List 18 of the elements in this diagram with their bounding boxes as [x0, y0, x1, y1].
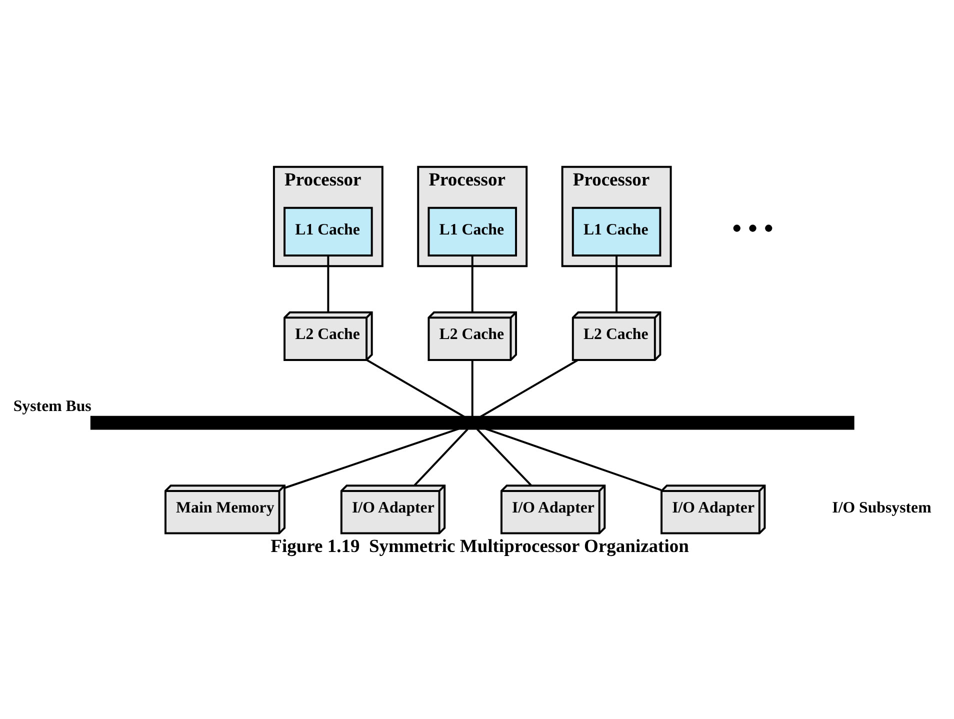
node-bar [90, 415, 854, 430]
connector [414, 428, 468, 486]
connector [327, 255, 330, 312]
node-box: L1 Cache [284, 206, 373, 256]
connector [471, 255, 474, 312]
node-label: System Bus [13, 398, 92, 415]
label: I/O Subsystem [832, 498, 932, 516]
connector [476, 428, 532, 486]
connector [480, 358, 578, 418]
connector [471, 360, 474, 416]
connector [616, 255, 618, 312]
connector [485, 427, 662, 490]
node-box: L1 Cache [572, 206, 662, 256]
caption: Figure 1.19 Symmetric Multiprocessor Organization [270, 536, 689, 557]
connector [366, 358, 465, 418]
connector [284, 427, 460, 488]
label: • • • [732, 212, 774, 242]
node-box: L1 Cache [428, 206, 518, 256]
